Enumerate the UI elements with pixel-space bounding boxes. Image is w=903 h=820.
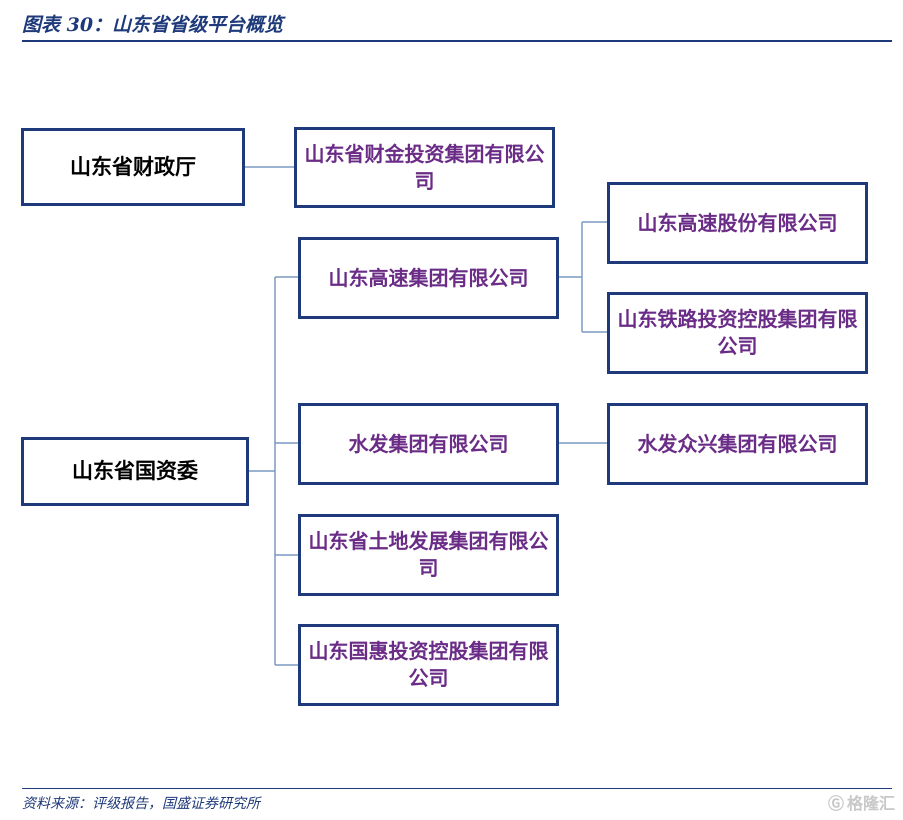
node-shandong-sasac: 山东省国资委: [21, 437, 249, 506]
node-railway-investment: 山东铁路投资控股集团有限公司: [607, 292, 868, 374]
node-caijin-investment: 山东省财金投资集团有限公司: [294, 127, 555, 208]
node-shandong-highspeed-group: 山东高速集团有限公司: [298, 237, 559, 319]
node-shuifa-zhongxing: 水发众兴集团有限公司: [607, 403, 868, 485]
source-note: 资料来源：评级报告，国盛证券研究所: [22, 796, 260, 812]
node-highspeed-shares: 山东高速股份有限公司: [607, 182, 868, 264]
node-guohui-investment: 山东国惠投资控股集团有限公司: [298, 624, 559, 706]
node-land-development-group: 山东省土地发展集团有限公司: [298, 514, 559, 596]
figure-title: 图表 30：山东省省级平台概览: [22, 14, 284, 36]
footer-divider: [22, 788, 892, 789]
node-shuifa-group: 水发集团有限公司: [298, 403, 559, 485]
node-shandong-finance-dept: 山东省财政厅: [21, 128, 245, 206]
gelonghui-logo-icon: Ⓖ: [827, 794, 844, 813]
title-divider: [22, 40, 892, 42]
